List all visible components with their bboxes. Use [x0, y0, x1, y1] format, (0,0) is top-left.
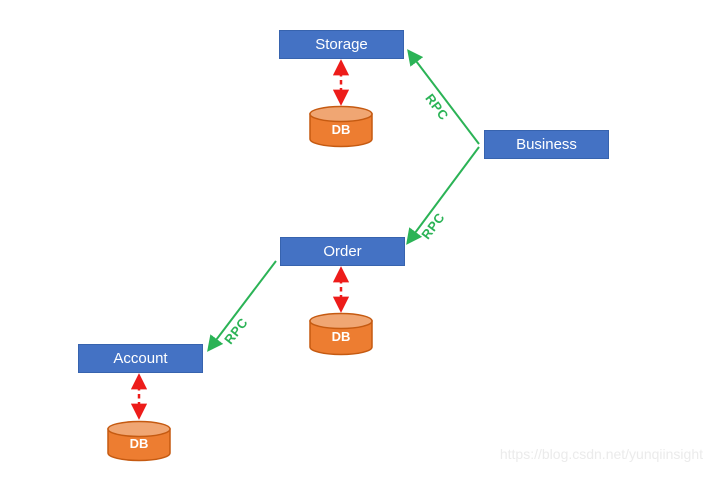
watermark: https://blog.csdn.net/yunqiinsight	[499, 446, 703, 462]
edge-business-storage	[407, 49, 480, 145]
node-order-label: Order	[323, 243, 362, 260]
db-label-account: DB	[129, 436, 149, 451]
node-storage-label: Storage	[315, 36, 368, 53]
node-account: Account	[78, 344, 203, 373]
db-label-order: DB	[331, 329, 351, 344]
node-business-label: Business	[516, 136, 577, 153]
node-order: Order	[280, 237, 405, 266]
node-business: Business	[484, 130, 609, 159]
node-storage: Storage	[279, 30, 404, 59]
db-cylinder-order	[309, 312, 373, 356]
edge-business-order	[406, 146, 480, 245]
node-account-label: Account	[113, 350, 168, 367]
db-cylinder-account	[107, 420, 171, 462]
db-cylinder-storage	[309, 105, 373, 148]
edge-order-account	[207, 260, 277, 352]
db-label-storage: DB	[331, 122, 351, 137]
